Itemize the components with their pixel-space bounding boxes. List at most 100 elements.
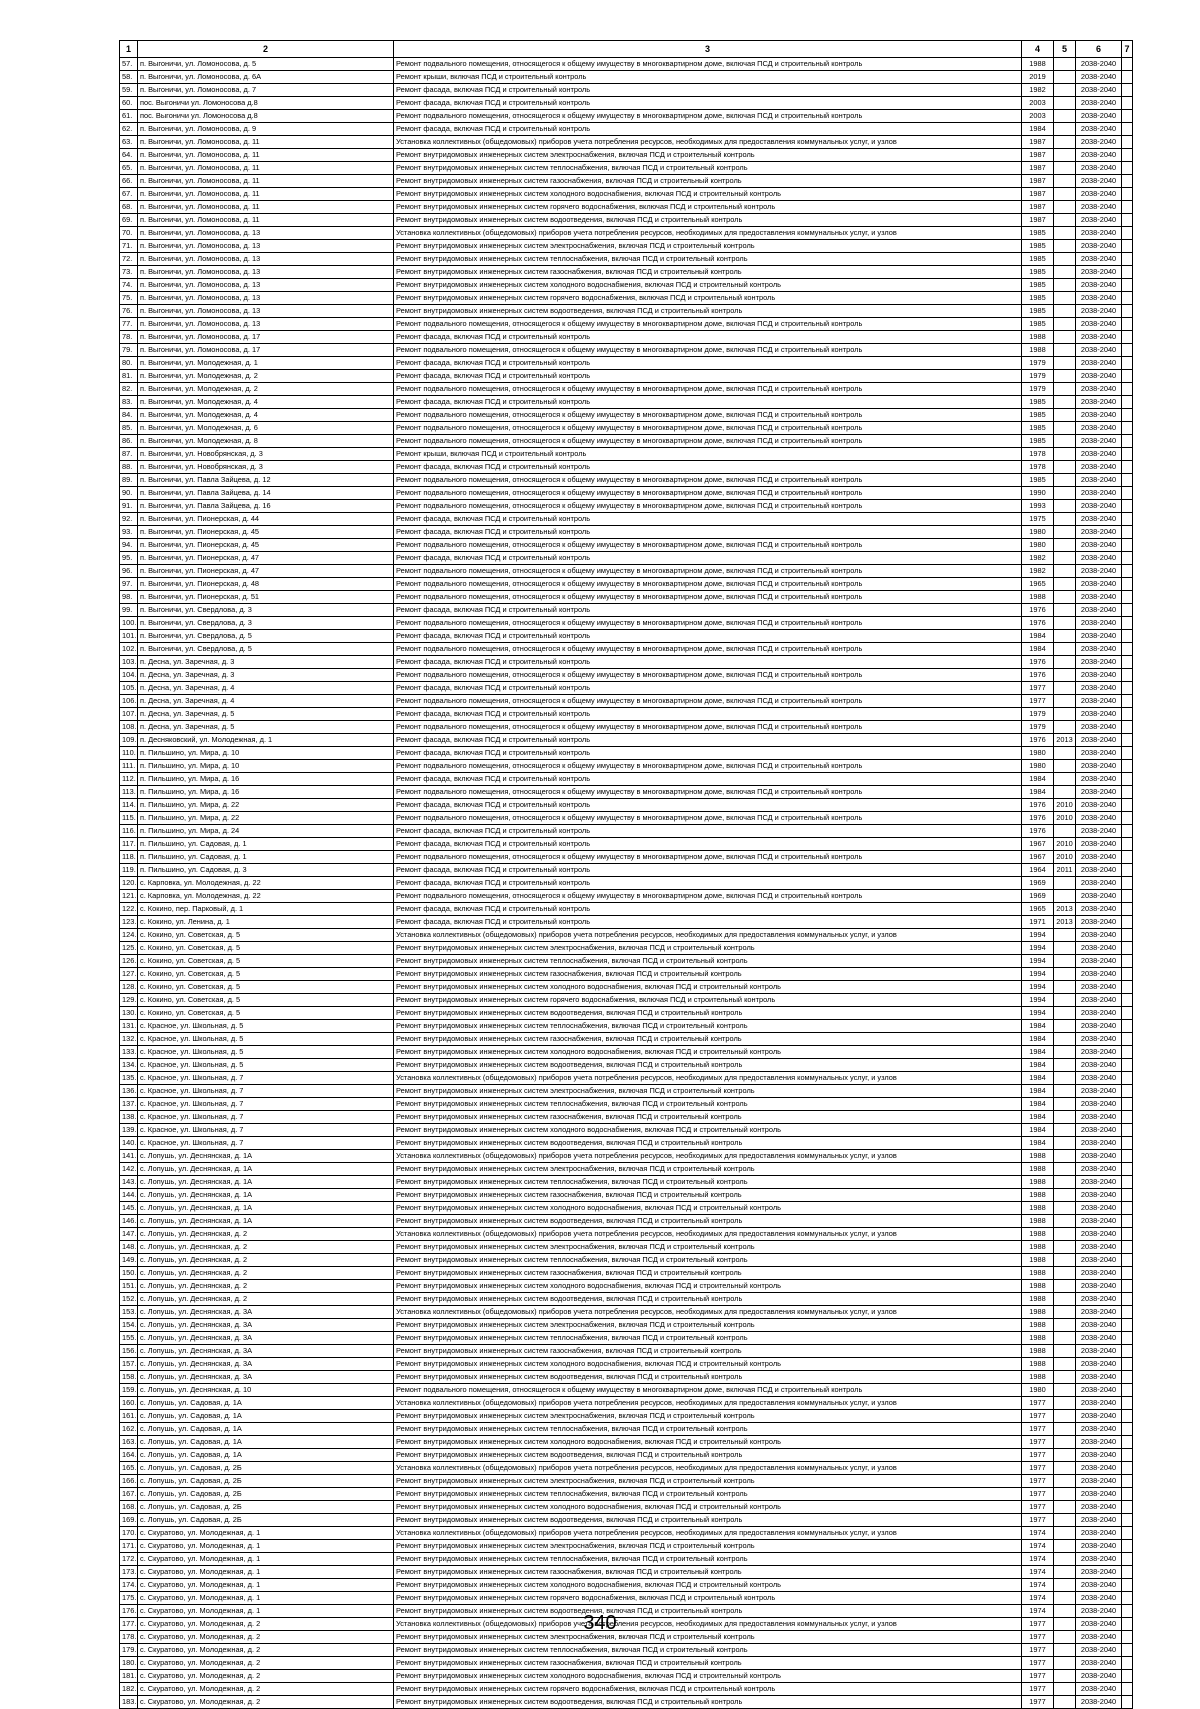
cell-year-built: 1979 [1021,720,1054,734]
cell-note [1121,1578,1133,1592]
cell-note [1121,1266,1133,1280]
cell-row-number: 133. [119,1045,138,1059]
cell-year-built: 1977 [1021,1682,1054,1696]
cell-work-type: Ремонт подвального помещения, относящего… [393,1383,1022,1397]
cell-note [1121,1071,1133,1085]
cell-note [1121,863,1133,877]
cell-row-number: 86. [119,434,138,448]
cell-year-built: 2019 [1021,70,1054,84]
cell-last-repair-year [1053,1292,1076,1306]
cell-work-type: Установка коллективных (общедомовых) при… [393,1149,1022,1163]
cell-row-number: 109. [119,733,138,747]
cell-address: с. Лопушь, ул. Деснянская, д. 2 [137,1227,394,1241]
cell-last-repair-year [1053,1149,1076,1163]
cell-planned-period: 2038-2040 [1075,1097,1122,1111]
cell-address: п. Пильшино, ул. Мира, д. 22 [137,798,394,812]
cell-planned-period: 2038-2040 [1075,96,1122,110]
cell-work-type: Ремонт подвального помещения, относящего… [393,642,1022,656]
cell-row-number: 126. [119,954,138,968]
document-sheet: 1 2 3 4 5 6 7 57.п. Выгоничи, ул. Ломоно… [119,40,1133,1709]
cell-year-built: 1977 [1021,1513,1054,1527]
cell-year-built: 1994 [1021,980,1054,994]
cell-row-number: 136. [119,1084,138,1098]
cell-note [1121,733,1133,747]
cell-address: с. Лопушь, ул. Садовая, д. 1А [137,1409,394,1423]
cell-last-repair-year [1053,1071,1076,1085]
cell-address: п. Выгоничи, ул. Молодежная, д. 1 [137,356,394,370]
cell-last-repair-year [1053,1344,1076,1358]
cell-planned-period: 2038-2040 [1075,1500,1122,1514]
cell-row-number: 172. [119,1552,138,1566]
cell-work-type: Ремонт внутридомовых инженерных систем х… [393,278,1022,292]
cell-planned-period: 2038-2040 [1075,785,1122,799]
cell-year-built: 1985 [1021,252,1054,266]
cell-last-repair-year: 2010 [1053,850,1076,864]
cell-row-number: 159. [119,1383,138,1397]
cell-planned-period: 2038-2040 [1075,226,1122,240]
cell-row-number: 103. [119,655,138,669]
cell-last-repair-year: 2011 [1053,863,1076,877]
cell-address: п. Выгоничи, ул. Новобрянская, д. 3 [137,447,394,461]
cell-planned-period: 2038-2040 [1075,1253,1122,1267]
cell-year-built: 1985 [1021,291,1054,305]
cell-note [1121,1279,1133,1293]
cell-work-type: Ремонт подвального помещения, относящего… [393,317,1022,331]
cell-year-built: 1977 [1021,1435,1054,1449]
cell-work-type: Установка коллективных (общедомовых) при… [393,1396,1022,1410]
cell-work-type: Ремонт внутридомовых инженерных систем в… [393,1695,1022,1709]
cell-work-type: Ремонт внутридомовых инженерных систем э… [393,1240,1022,1254]
cell-row-number: 114. [119,798,138,812]
cell-year-built: 1987 [1021,187,1054,201]
cell-year-built: 1988 [1021,1344,1054,1358]
cell-address: с. Скуратово, ул. Молодежная, д. 2 [137,1656,394,1670]
cell-row-number: 107. [119,707,138,721]
cell-planned-period: 2038-2040 [1075,1292,1122,1306]
cell-row-number: 106. [119,694,138,708]
cell-planned-period: 2038-2040 [1075,1136,1122,1150]
cell-row-number: 90. [119,486,138,500]
cell-address: п. Выгоничи, ул. Свердлова, д. 5 [137,629,394,643]
cell-work-type: Ремонт внутридомовых инженерных систем э… [393,148,1022,162]
cell-row-number: 80. [119,356,138,370]
cell-last-repair-year [1053,1448,1076,1462]
cell-note [1121,655,1133,669]
cell-work-type: Ремонт фасада, включая ПСД и строительны… [393,655,1022,669]
cell-last-repair-year [1053,668,1076,682]
cell-address: с. Кокино, ул. Советская, д. 5 [137,967,394,981]
cell-work-type: Ремонт внутридомовых инженерных систем в… [393,1292,1022,1306]
cell-work-type: Ремонт фасада, включая ПСД и строительны… [393,122,1022,136]
cell-address: п. Выгоничи, ул. Молодежная, д. 8 [137,434,394,448]
cell-note [1121,460,1133,474]
cell-work-type: Ремонт фасада, включая ПСД и строительны… [393,902,1022,916]
cell-year-built: 1984 [1021,1123,1054,1137]
cell-row-number: 142. [119,1162,138,1176]
cell-last-repair-year [1053,746,1076,760]
cell-planned-period: 2038-2040 [1075,1435,1122,1449]
cell-planned-period: 2038-2040 [1075,1682,1122,1696]
cell-address: п. Пильшино, ул. Садовая, д. 1 [137,850,394,864]
cell-row-number: 169. [119,1513,138,1527]
cell-year-built: 1985 [1021,239,1054,253]
cell-note [1121,486,1133,500]
cell-last-repair-year [1053,1318,1076,1332]
cell-address: п. Выгоничи, ул. Пионерская, д. 48 [137,577,394,591]
cell-year-built: 1977 [1021,1695,1054,1709]
cell-address: п. Выгоничи, ул. Ломоносова, д. 13 [137,291,394,305]
cell-year-built: 1977 [1021,1409,1054,1423]
cell-row-number: 66. [119,174,138,188]
cell-last-repair-year [1053,590,1076,604]
